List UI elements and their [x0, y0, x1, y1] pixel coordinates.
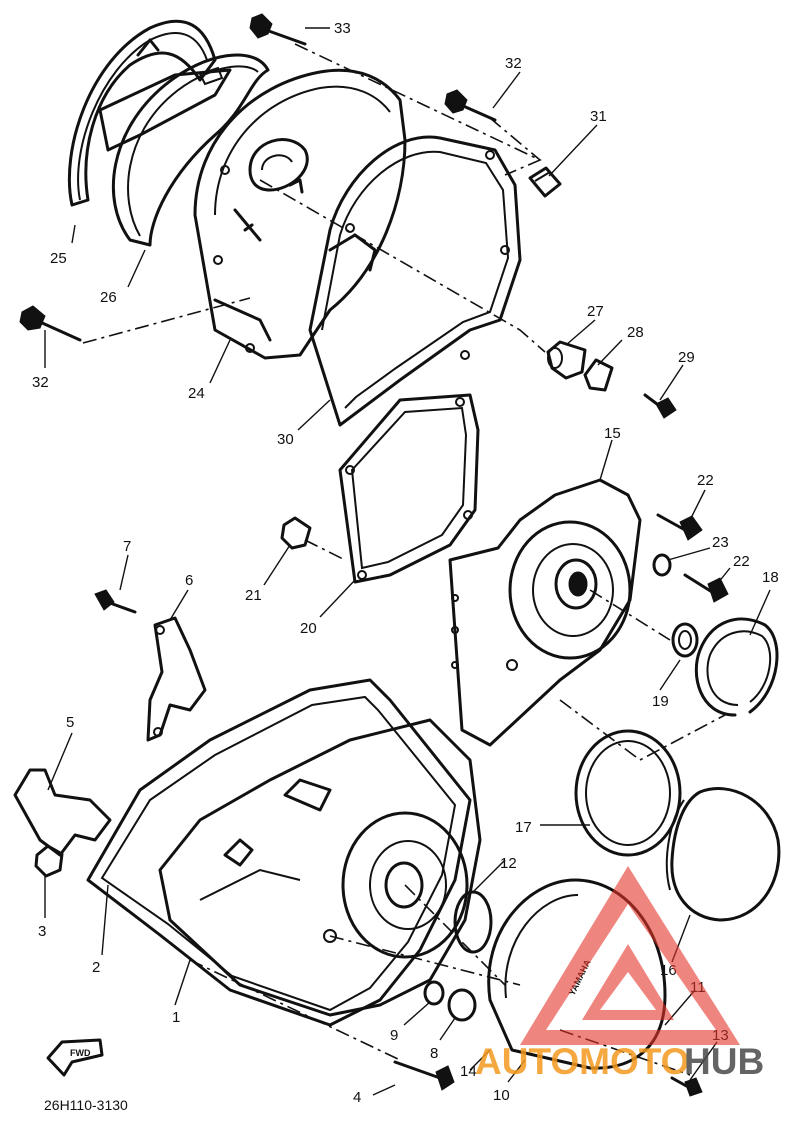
callout-31: 31	[590, 108, 607, 125]
callout-20: 20	[300, 620, 317, 637]
callout-32-lower: 32	[32, 374, 49, 391]
callout-19: 19	[652, 693, 669, 710]
o-ring-12	[453, 890, 493, 954]
watermark-logo: AUTOMOTO HUB	[475, 866, 764, 1082]
callout-2: 2	[92, 959, 100, 976]
cap-16	[665, 787, 781, 922]
oil-seal-17	[574, 729, 682, 857]
callout-30: 30	[277, 431, 294, 448]
callout-9: 9	[390, 1027, 398, 1044]
watermark-text-orange: AUTOMOTO	[475, 1041, 689, 1082]
part-number-code: 26H110-3130	[44, 1097, 128, 1113]
callout-24: 24	[188, 385, 205, 402]
callout-14: 14	[460, 1063, 477, 1080]
callout-22-lower: 22	[733, 553, 750, 570]
callout-18: 18	[762, 569, 779, 586]
callout-27: 27	[587, 303, 604, 320]
callout-28: 28	[627, 324, 644, 341]
plug-31	[528, 166, 562, 198]
bolt-29	[643, 393, 677, 419]
watermark-text-dark: HUB	[684, 1041, 764, 1082]
callout-7: 7	[123, 538, 131, 555]
callout-29: 29	[678, 349, 695, 366]
gasket-26	[98, 53, 270, 247]
bolt-22-lower	[683, 573, 729, 603]
cover-24	[193, 68, 407, 360]
crankcase-cover-1	[158, 718, 482, 1017]
callout-22-upper: 22	[697, 472, 714, 489]
forward-arrow-label: FWD	[70, 1048, 91, 1058]
washer-9	[423, 980, 445, 1006]
bolt-7	[94, 589, 137, 614]
callout-12: 12	[500, 855, 517, 872]
callout-1: 1	[172, 1009, 180, 1026]
o-ring-23	[652, 553, 672, 577]
gasket-2	[86, 678, 472, 1027]
cover-15	[448, 478, 642, 747]
dowel-21	[280, 516, 346, 561]
watermark-triangle-inner	[582, 944, 674, 1020]
callout-8: 8	[430, 1045, 438, 1062]
callout-5: 5	[66, 714, 74, 731]
callout-3: 3	[38, 923, 46, 940]
callout-4: 4	[353, 1089, 361, 1106]
plug-8	[447, 988, 477, 1022]
callout-26: 26	[100, 289, 117, 306]
callout-10: 10	[493, 1087, 510, 1104]
bolt-4	[393, 1060, 455, 1091]
callout-23: 23	[712, 534, 729, 551]
callout-15: 15	[604, 425, 621, 442]
callout-21: 21	[245, 587, 262, 604]
washer-28	[583, 358, 614, 392]
bracket-6	[146, 616, 207, 742]
callout-6: 6	[185, 572, 193, 589]
bolt-33	[249, 13, 307, 46]
guide-5	[13, 768, 112, 857]
gasket-20	[338, 393, 480, 584]
gasket-30	[308, 135, 522, 427]
callout-25: 25	[50, 250, 67, 267]
leader-lines	[44, 27, 771, 1096]
bolt-13	[670, 1076, 703, 1097]
watermark-triangle-outer	[520, 866, 740, 1045]
callout-32-upper: 32	[505, 55, 522, 72]
circlip-18	[694, 617, 779, 717]
forward-arrow: FWD	[46, 1038, 104, 1077]
oil-seal-19	[671, 622, 699, 658]
bolt-32-lower	[19, 305, 82, 342]
dowel-27	[546, 340, 587, 380]
bolt-32-upper	[444, 89, 497, 122]
callout-33: 33	[334, 20, 351, 37]
gasket-25	[67, 19, 217, 207]
callout-17: 17	[515, 819, 532, 836]
dowel-3	[34, 844, 64, 878]
bolt-22-upper	[656, 513, 703, 541]
